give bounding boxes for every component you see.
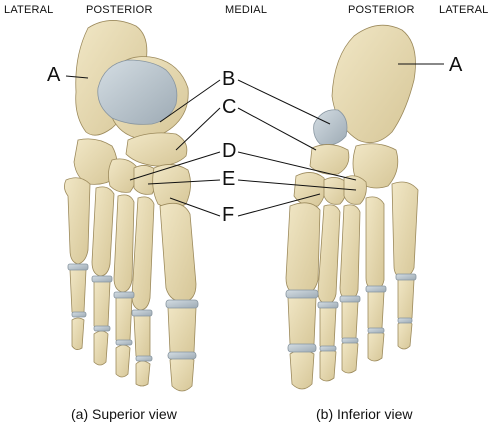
medial-cuneiform-bone (293, 172, 326, 207)
label-f: F (222, 204, 235, 226)
leader-line-e-left (147, 179, 221, 185)
proximal-phalanx-5 (69, 266, 87, 316)
navicular-bone (125, 132, 188, 167)
label-a-inferior: A (449, 54, 463, 76)
metatarsal-2 (131, 196, 155, 311)
label-d: D (222, 140, 237, 162)
leader-line-c-left (175, 107, 221, 151)
metatarsal-3 (339, 204, 361, 301)
metatarsal-3 (113, 194, 135, 293)
distal-phalanx-4 (93, 330, 109, 366)
metatarsal-4 (91, 186, 115, 277)
proximal-phalanx-4 (367, 288, 385, 332)
distal-phalanx-5 (397, 320, 413, 350)
proximal-phalanx-2 (133, 312, 151, 360)
navicular-bone (309, 144, 350, 175)
metatarsal-4 (365, 196, 385, 291)
orientation-posterior-left: POSTERIOR (86, 4, 153, 16)
leader-line-d-right (237, 151, 357, 181)
metatarsal-5 (391, 181, 419, 279)
distal-phalanx-3 (341, 340, 359, 374)
lateral-cuneiform-bone (108, 158, 137, 193)
intermediate-cuneiform-bone (323, 177, 347, 205)
orientation-lateral-left: LATERAL (4, 4, 54, 16)
proximal-phalanx-4 (93, 278, 111, 330)
leader-line-e-right (237, 179, 357, 191)
orientation-posterior-right: POSTERIOR (348, 4, 415, 16)
label-e: E (222, 168, 236, 190)
leader-line-f-left (169, 197, 221, 217)
leader-line-b-left (159, 79, 221, 123)
leader-line-b-right (237, 79, 331, 125)
leader-line-c-right (237, 107, 317, 151)
calcaneus-bone (331, 24, 416, 144)
proximal-phalanx-3 (115, 294, 133, 344)
proximal-phalanx-1 (167, 303, 197, 357)
metatarsal-1 (159, 202, 197, 303)
distal-phalanx-1 (289, 349, 315, 390)
talus-trochlea-cartilage (97, 59, 178, 125)
superior-view-foot (64, 20, 199, 392)
metatarsal-2 (317, 204, 341, 305)
leader-line-a-superior (65, 75, 89, 79)
distal-phalanx-3 (115, 344, 131, 378)
caption-superior-view: (a) Superior view (71, 406, 177, 422)
caption-inferior-view: (b) Inferior view (316, 406, 413, 422)
distal-phalanx-2 (135, 360, 151, 387)
distal-phalanx-1 (169, 355, 195, 392)
proximal-phalanx-5 (397, 276, 415, 322)
label-b: B (222, 68, 236, 90)
label-a-superior: A (47, 64, 61, 86)
metatarsal-1 (285, 202, 321, 297)
distal-phalanx-2 (319, 348, 337, 382)
leader-line-d-left (129, 151, 221, 181)
distal-phalanx-5 (71, 317, 85, 350)
leader-line-f-right (237, 193, 321, 217)
inferior-view-foot (285, 24, 419, 390)
orientation-medial: MEDIAL (225, 4, 268, 16)
orientation-lateral-right: LATERAL (439, 4, 489, 16)
metatarsal-5 (64, 177, 91, 265)
proximal-phalanx-1 (287, 293, 317, 349)
cuboid-bone (352, 143, 399, 189)
distal-phalanx-4 (367, 330, 385, 362)
proximal-phalanx-2 (319, 304, 337, 350)
talus-head-cartilage (313, 109, 348, 146)
proximal-phalanx-3 (341, 298, 359, 342)
label-c: C (222, 96, 237, 118)
